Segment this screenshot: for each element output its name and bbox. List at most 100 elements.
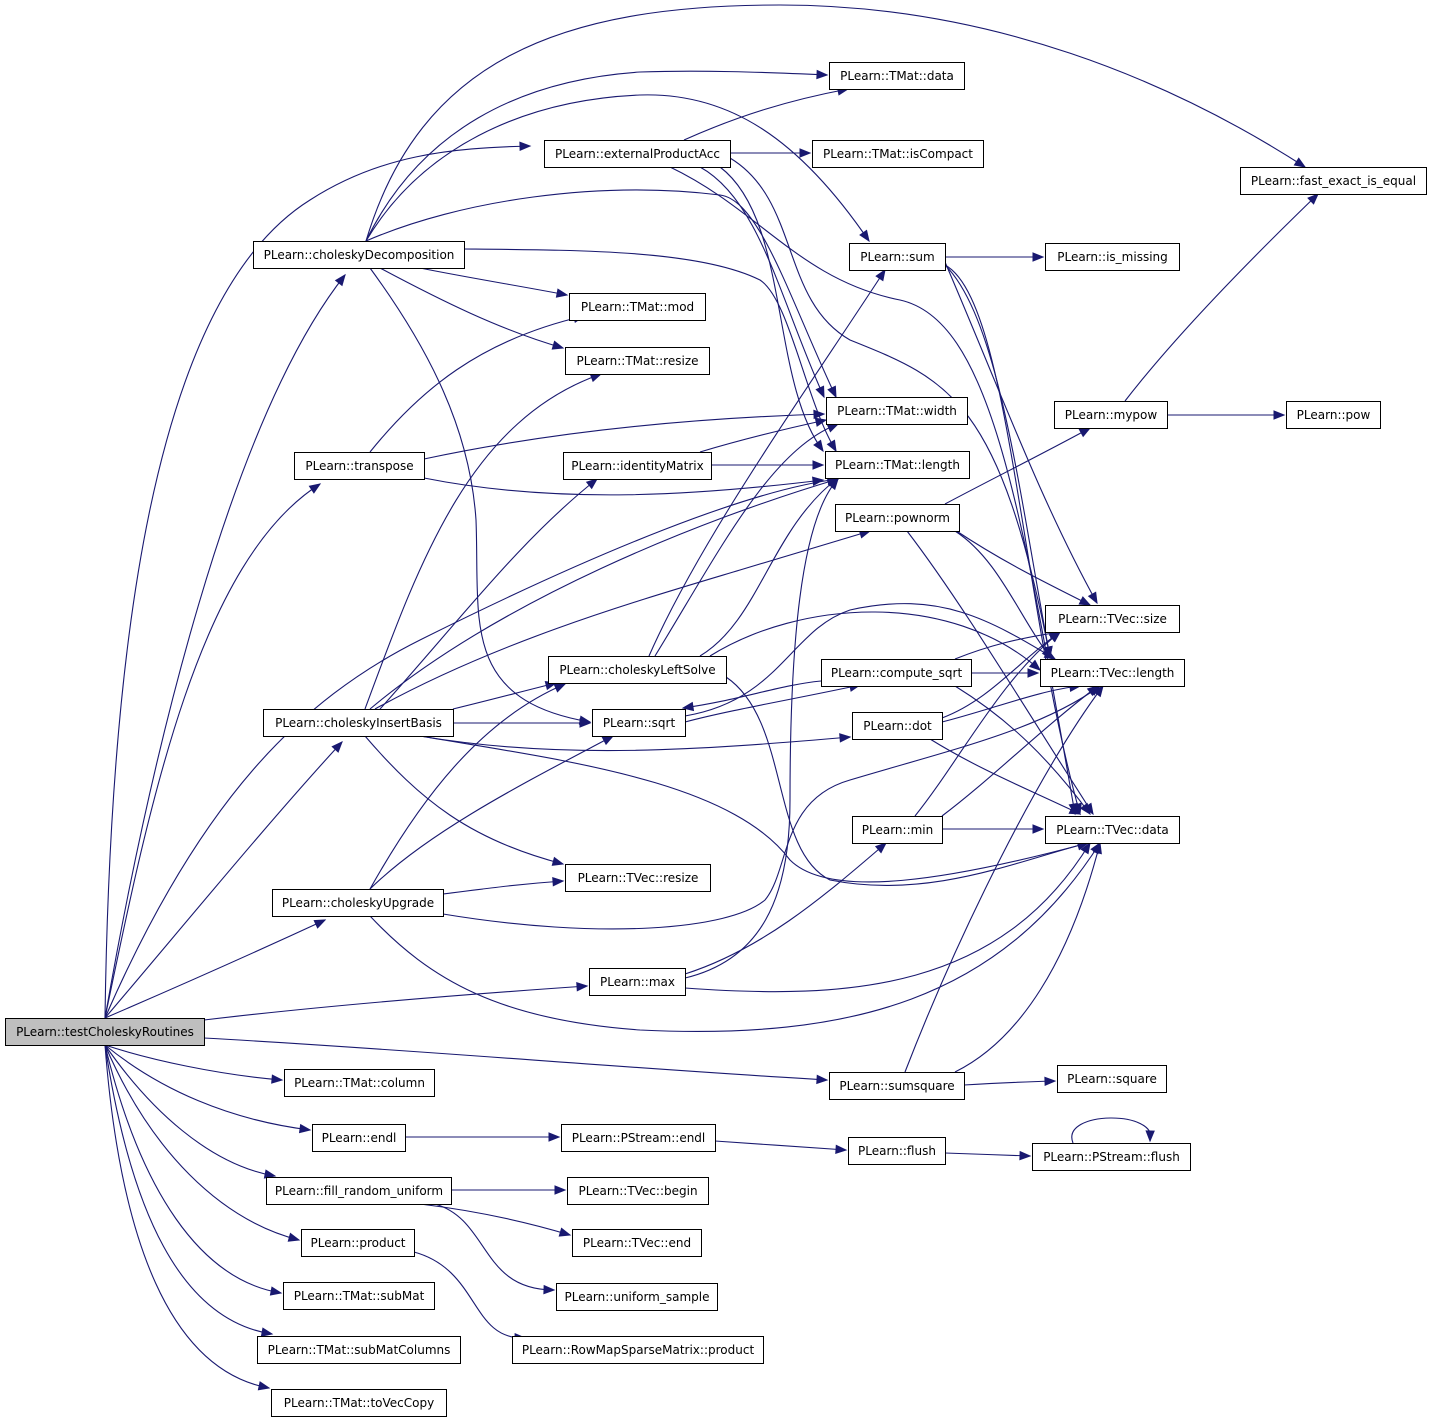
node-TVec_resize[interactable]: PLearn::TVec::resize xyxy=(565,864,711,892)
node-box[interactable] xyxy=(852,816,943,844)
node-endl[interactable]: PLearn::endl xyxy=(312,1124,406,1152)
edge-choleskyDecomposition-to-sum xyxy=(365,94,870,243)
node-box[interactable] xyxy=(253,241,465,269)
node-compute_sqrt[interactable]: PLearn::compute_sqrt xyxy=(821,659,972,687)
node-pownorm[interactable]: PLearn::pownorm xyxy=(835,504,960,532)
node-product[interactable]: PLearn::product xyxy=(301,1229,415,1257)
node-box[interactable] xyxy=(572,1229,702,1257)
node-box[interactable] xyxy=(565,864,711,892)
node-dot[interactable]: PLearn::dot xyxy=(852,712,943,740)
node-box[interactable] xyxy=(567,1177,709,1205)
node-label: PLearn::choleskyInsertBasis xyxy=(275,716,442,730)
node-TMat_width[interactable]: PLearn::TMat::width xyxy=(826,397,968,425)
node-TMat_length[interactable]: PLearn::TMat::length xyxy=(825,451,970,479)
node-box[interactable] xyxy=(5,1018,205,1046)
arrowhead xyxy=(875,268,886,282)
node-box[interactable] xyxy=(849,243,946,271)
node-PStream_endl[interactable]: PLearn::PStream::endl xyxy=(561,1124,716,1152)
edge-line xyxy=(954,685,1091,815)
node-transpose[interactable]: PLearn::transpose xyxy=(294,452,425,480)
node-box[interactable] xyxy=(1240,167,1427,195)
node-box[interactable] xyxy=(1045,605,1180,633)
node-TMat_isCompact[interactable]: PLearn::TMat::isCompact xyxy=(812,140,984,168)
node-flush[interactable]: PLearn::flush xyxy=(848,1137,946,1165)
node-box[interactable] xyxy=(1286,401,1381,429)
node-TVec_length[interactable]: PLearn::TVec::length xyxy=(1040,659,1185,687)
node-box[interactable] xyxy=(589,968,686,996)
node-box[interactable] xyxy=(563,452,712,480)
node-box[interactable] xyxy=(829,62,965,90)
node-choleskyLeftSolve[interactable]: PLearn::choleskyLeftSolve xyxy=(548,656,727,684)
node-mypow[interactable]: PLearn::mypow xyxy=(1054,401,1168,429)
node-PStream_flush[interactable]: PLearn::PStream::flush xyxy=(1032,1143,1191,1171)
arrowhead xyxy=(1078,427,1092,438)
node-box[interactable] xyxy=(271,1389,447,1417)
node-box[interactable] xyxy=(284,1069,435,1097)
node-box[interactable] xyxy=(263,709,454,737)
node-TVec_end[interactable]: PLearn::TVec::end xyxy=(572,1229,702,1257)
node-box[interactable] xyxy=(835,504,960,532)
node-box[interactable] xyxy=(592,709,686,737)
node-sumsquare[interactable]: PLearn::sumsquare xyxy=(829,1072,965,1100)
node-testCholeskyRoutines[interactable]: PLearn::testCholeskyRoutines xyxy=(5,1018,205,1046)
node-box[interactable] xyxy=(825,451,970,479)
node-sum[interactable]: PLearn::sum xyxy=(849,243,946,271)
node-RowMapSparseMatrix_product[interactable]: PLearn::RowMapSparseMatrix::product xyxy=(512,1336,764,1364)
node-TVec_begin[interactable]: PLearn::TVec::begin xyxy=(567,1177,709,1205)
node-box[interactable] xyxy=(548,656,727,684)
node-box[interactable] xyxy=(1054,401,1168,429)
node-box[interactable] xyxy=(561,1124,716,1152)
node-box[interactable] xyxy=(301,1229,415,1257)
node-uniform_sample[interactable]: PLearn::uniform_sample xyxy=(556,1283,718,1311)
node-fill_random_uniform[interactable]: PLearn::fill_random_uniform xyxy=(266,1177,452,1205)
node-square[interactable]: PLearn::square xyxy=(1057,1065,1167,1093)
node-box[interactable] xyxy=(821,659,972,687)
node-TMat_resize[interactable]: PLearn::TMat::resize xyxy=(565,347,710,375)
node-box[interactable] xyxy=(565,347,710,375)
node-box[interactable] xyxy=(312,1124,406,1152)
node-box[interactable] xyxy=(257,1336,461,1364)
node-box[interactable] xyxy=(1057,1065,1167,1093)
node-identityMatrix[interactable]: PLearn::identityMatrix xyxy=(563,452,712,480)
node-box[interactable] xyxy=(266,1177,452,1205)
node-label: PLearn::TMat::subMatColumns xyxy=(268,1343,451,1357)
edge-max-to-min xyxy=(684,842,888,975)
node-TMat_subMatColumns[interactable]: PLearn::TMat::subMatColumns xyxy=(257,1336,461,1364)
node-box[interactable] xyxy=(294,452,425,480)
node-box[interactable] xyxy=(826,397,968,425)
node-box[interactable] xyxy=(1040,659,1185,687)
arrowhead xyxy=(1087,591,1098,605)
node-box[interactable] xyxy=(544,140,731,168)
node-choleskyUpgrade[interactable]: PLearn::choleskyUpgrade xyxy=(272,889,444,917)
node-TVec_data[interactable]: PLearn::TVec::data xyxy=(1045,816,1180,844)
node-min[interactable]: PLearn::min xyxy=(852,816,943,844)
node-box[interactable] xyxy=(283,1282,435,1310)
node-externalProductAcc[interactable]: PLearn::externalProductAcc xyxy=(544,140,731,168)
node-box[interactable] xyxy=(1032,1143,1191,1171)
node-TVec_size[interactable]: PLearn::TVec::size xyxy=(1045,605,1180,633)
node-box[interactable] xyxy=(852,712,943,740)
node-sqrt[interactable]: PLearn::sqrt xyxy=(592,709,686,737)
node-box[interactable] xyxy=(512,1336,764,1364)
node-choleskyInsertBasis[interactable]: PLearn::choleskyInsertBasis xyxy=(263,709,454,737)
node-box[interactable] xyxy=(829,1072,965,1100)
node-box[interactable] xyxy=(1045,243,1180,271)
edge-externalProductAcc-to-TMat_width xyxy=(699,166,825,399)
arrowhead xyxy=(815,385,825,399)
node-TMat_mod[interactable]: PLearn::TMat::mod xyxy=(569,293,706,321)
node-is_missing[interactable]: PLearn::is_missing xyxy=(1045,243,1180,271)
node-box[interactable] xyxy=(1045,816,1180,844)
node-box[interactable] xyxy=(812,140,984,168)
node-box[interactable] xyxy=(556,1283,718,1311)
node-TMat_subMat[interactable]: PLearn::TMat::subMat xyxy=(283,1282,435,1310)
node-pow[interactable]: PLearn::pow xyxy=(1286,401,1381,429)
node-box[interactable] xyxy=(272,889,444,917)
node-box[interactable] xyxy=(569,293,706,321)
node-box[interactable] xyxy=(848,1137,946,1165)
node-TMat_data[interactable]: PLearn::TMat::data xyxy=(829,62,965,90)
node-choleskyDecomposition[interactable]: PLearn::choleskyDecomposition xyxy=(253,241,465,269)
node-fast_exact_is_equal[interactable]: PLearn::fast_exact_is_equal xyxy=(1240,167,1427,195)
node-TMat_column[interactable]: PLearn::TMat::column xyxy=(284,1069,435,1097)
node-max[interactable]: PLearn::max xyxy=(589,968,686,996)
node-TMat_toVecCopy[interactable]: PLearn::TMat::toVecCopy xyxy=(271,1389,447,1417)
